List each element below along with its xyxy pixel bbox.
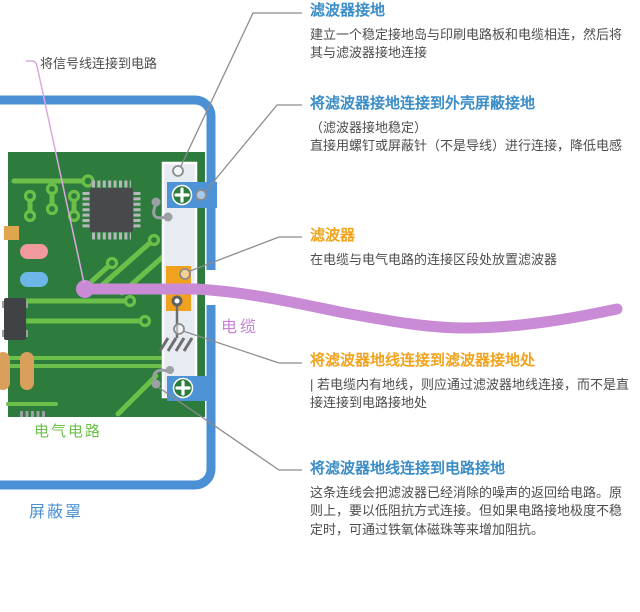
ground-symbol-icon <box>158 337 194 352</box>
cable-label: 电缆 <box>221 319 260 336</box>
annotation-body: 在电缆与电气电路的连接区段处放置滤波器 <box>310 251 558 267</box>
chip-small-icon <box>2 298 28 340</box>
annotation-body: 建立一个稳定接地岛与印刷电路板和电缆相连，然后将其与滤波器接地连接 <box>310 26 623 61</box>
resistor-blue-icon <box>20 272 48 287</box>
cable-line <box>76 280 623 334</box>
capacitor-icon <box>0 352 10 390</box>
screw-icon <box>172 377 194 399</box>
annotation-ground-to-chassis: 将滤波器接地连接到外壳屏蔽接地 （滤波器接地稳定） 直接用螺钉或屏蔽针（不是导线… <box>310 95 634 156</box>
pcb-vias <box>23 174 161 328</box>
annotation-title: 将滤波器地线连接到滤波器接地处 <box>310 352 536 369</box>
ic-chip-icon <box>82 180 141 240</box>
jumper-wire-icon <box>151 197 173 222</box>
circuit-label: 电气电路 <box>34 423 103 440</box>
annotation-title: 滤波器接地 <box>310 2 386 19</box>
annotation-body: （滤波器接地稳定） 直接用螺钉或屏蔽针（不是导线）进行连接，降低电感 <box>310 119 623 154</box>
signal-connection-dot <box>76 280 94 298</box>
annotation-filter: 滤波器 在电缆与电气电路的连接区段处放置滤波器 <box>310 227 634 269</box>
resistor-pink-icon <box>20 244 48 259</box>
annotation-filter-ground: 滤波器接地 建立一个稳定接地岛与印刷电路板和电缆相连，然后将其与滤波器接地连接 <box>310 2 634 63</box>
callout-rings <box>172 165 207 335</box>
annotation-body: 这条连线会把滤波器已经消除的噪声的返回给电路。原则上，要以低阻抗方式连接。但如果… <box>310 484 623 537</box>
annotation-title: 滤波器 <box>310 227 356 244</box>
pcb-components <box>0 226 48 417</box>
annotation-title: 将滤波器地线连接到电路接地 <box>310 460 506 477</box>
screw-icon <box>171 184 193 206</box>
signal-wire-label: 将信号线连接到电路 <box>40 56 158 71</box>
annotation-body: | 若电缆内有地线，则应通过滤波器地线连接，而不是直接连接到电路接地处 <box>310 376 629 411</box>
signal-leader-line <box>26 60 85 284</box>
leader-lines <box>157 12 302 471</box>
annotation-gndwire-to-filter-ground: 将滤波器地线连接到滤波器接地处 | 若电缆内有地线，则应通过滤波器地线连接，而不… <box>310 352 634 413</box>
jumper-wire-icon <box>151 366 174 389</box>
capacitor-icon <box>20 352 34 390</box>
annotation-title: 将滤波器接地连接到外壳屏蔽接地 <box>310 95 536 112</box>
annotation-gndwire-to-circuit-ground: 将滤波器地线连接到电路接地 这条连线会把滤波器已经消除的噪声的返回给电路。原则上… <box>310 460 634 539</box>
shield-cover-label: 屏蔽罩 <box>29 504 84 521</box>
